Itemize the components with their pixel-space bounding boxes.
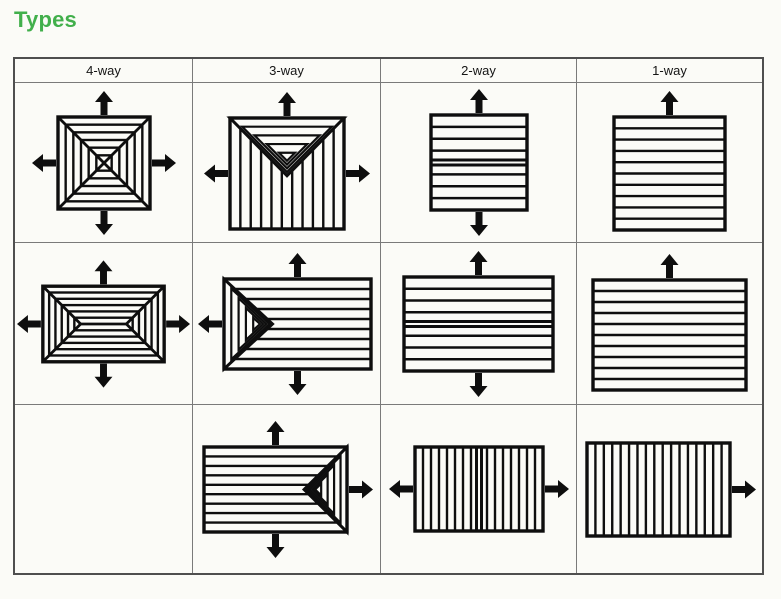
types-table: 4-way 3-way 2-way 1-way: [13, 57, 764, 575]
arrow-left-icon: [203, 164, 228, 183]
diffuser-2way-horizontal-cell: [381, 83, 577, 243]
arrow-down-icon: [288, 370, 307, 395]
arrow-up-icon: [660, 253, 679, 278]
arrow-right-icon: [151, 153, 176, 172]
diffuser-2way-vertical-cell: [381, 405, 577, 573]
arrow-up-icon: [469, 89, 488, 113]
column-header-3way: 3-way: [193, 59, 381, 83]
diffuser-4way-square-cone-cell: [15, 83, 193, 243]
arrow-up-icon: [266, 420, 285, 445]
arrow-up-icon: [94, 259, 113, 284]
arrow-up-icon: [94, 90, 113, 115]
diffuser-1way-vertical-cell: [577, 405, 762, 573]
arrow-up-icon: [288, 252, 307, 277]
arrow-up-icon: [469, 250, 488, 275]
diffuser-3way-wedge-left-cell: [193, 243, 381, 405]
diffuser-1way-horizontal-icon: [591, 253, 748, 392]
arrow-left-icon: [388, 480, 413, 498]
page-title: Types: [14, 7, 77, 32]
arrow-down-icon: [469, 372, 488, 397]
arrow-down-icon: [94, 363, 113, 388]
arrow-down-icon: [266, 533, 285, 558]
column-header-2way: 2-way: [381, 59, 577, 83]
arrow-right-icon: [166, 314, 191, 333]
diffuser-4way-rect-cone-icon: [16, 259, 191, 388]
diffuser-1way-horizontal-icon: [612, 91, 727, 232]
diffuser-2way-horizontal-icon: [428, 89, 529, 236]
arrow-down-icon: [469, 212, 488, 236]
diffuser-2way-horizontal-icon: [402, 250, 555, 397]
arrow-right-icon: [345, 164, 370, 183]
column-header-1way: 1-way: [577, 59, 762, 83]
arrow-up-icon: [660, 91, 679, 115]
arrow-right-icon: [544, 480, 569, 498]
empty-cell: [15, 405, 193, 573]
diffuser-1way-vertical-icon: [585, 440, 756, 538]
diffuser-3way-wedge-left-icon: [198, 252, 373, 395]
diffuser-4way-rect-cone-cell: [15, 243, 193, 405]
arrow-left-icon: [31, 153, 56, 172]
diffuser-4way-square-cone-icon: [31, 90, 176, 235]
diffuser-3way-wedge-right-icon: [202, 420, 373, 558]
column-header-4way: 4-way: [15, 59, 193, 83]
diffuser-3way-wedge-top-icon: [203, 92, 370, 231]
diffuser-2way-vertical-icon: [388, 445, 569, 533]
diffuser-1way-horizontal-cell: [577, 243, 762, 405]
arrow-left-icon: [16, 314, 41, 333]
arrow-down-icon: [94, 210, 113, 235]
diffuser-3way-wedge-right-cell: [193, 405, 381, 573]
arrow-left-icon: [198, 314, 222, 333]
diffuser-1way-horizontal-cell: [577, 83, 762, 243]
arrow-right-icon: [732, 480, 756, 498]
diffuser-3way-wedge-top-cell: [193, 83, 381, 243]
arrow-right-icon: [349, 480, 373, 498]
diffuser-2way-horizontal-cell: [381, 243, 577, 405]
arrow-up-icon: [277, 92, 296, 116]
